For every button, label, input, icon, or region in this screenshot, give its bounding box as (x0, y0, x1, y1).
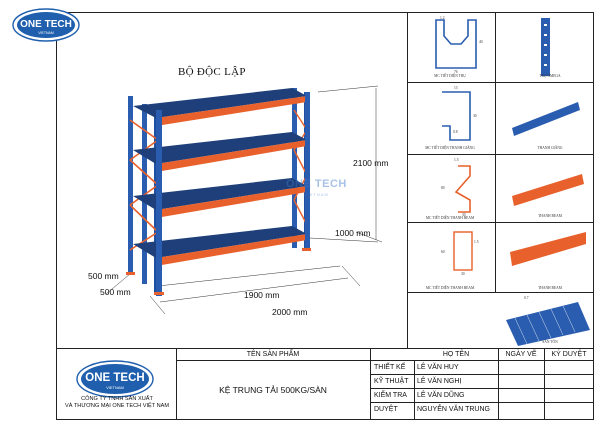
cap-beam2-section: MC TIẾT DIỆN THANH BEAM (425, 286, 475, 290)
dim-depth: 1000 mm (335, 228, 371, 238)
dim-height: 2100 mm (353, 158, 389, 168)
cap-brace: THANH GIẰNG (537, 146, 563, 150)
cap-deck: SÀN TÔN (542, 340, 558, 344)
role-check: KIỂM TRA (374, 392, 407, 399)
product-name: KỆ TRUNG TẢI 500KG/SÀN (219, 385, 327, 395)
date-header: NGÀY VẼ (505, 350, 537, 358)
cap-beam-section: MC TIẾT DIỆN THANH BEAM (425, 216, 475, 220)
drawing-title: BỘ ĐỘC LẬP (178, 66, 246, 78)
svg-text:VIETNAM: VIETNAM (106, 385, 124, 390)
dim-side-a: 500 mm (88, 271, 119, 281)
sign-header: KÝ DUYỆT (551, 350, 587, 358)
role-tech: KỸ THUẬT (374, 378, 409, 385)
detail-panel (407, 12, 594, 348)
svg-text:ONE TECH: ONE TECH (20, 19, 72, 30)
cap-upright-omega: TRỤ OMEGA (539, 74, 561, 78)
one-tech-logo-bottom: ONE TECH VIETNAM (76, 360, 154, 398)
cap-brace-section: MC TIẾT DIỆN THANH GIẰNG (425, 146, 475, 150)
name-design: LÊ VĂN HUY (417, 364, 459, 371)
svg-text:VIETNAM: VIETNAM (38, 31, 54, 35)
dim-side-b: 500 mm (100, 287, 131, 297)
watermark-sub: VIETNAM (304, 192, 329, 197)
product-header: TÊN SẢN PHẨM (246, 350, 300, 358)
watermark-logo: ONE TECH (286, 178, 347, 190)
title-block: TÊN SẢN PHẨM KỆ TRUNG TẢI 500KG/SÀN HỌ T… (56, 348, 594, 420)
name-approve: NGUYỄN VĂN TRUNG (417, 406, 490, 413)
name-check: LÊ VĂN DŨNG (417, 392, 465, 399)
cap-upright-section: MC TIẾT DIỆN TRỤ (434, 74, 466, 78)
svg-text:ONE TECH: ONE TECH (85, 372, 144, 384)
dim-width-inner: 1900 mm (244, 290, 280, 300)
cap-beam2: THANH BEAM (538, 286, 562, 290)
role-design: THIẾT KẾ (374, 364, 406, 371)
name-header: HỌ TÊN (442, 350, 470, 358)
one-tech-logo: ONE TECH VIETNAM (12, 8, 80, 42)
name-tech: LÊ VĂN NGHỊ (417, 378, 462, 385)
drawing-frame (56, 12, 594, 420)
role-approve: DUYỆT (374, 406, 398, 413)
dim-width-total: 2000 mm (272, 307, 308, 317)
detail-divider (495, 12, 496, 292)
company-name: CÔNG TY TNHH SẢN XUẤT VÀ THƯƠNG MẠI ONE … (64, 396, 170, 409)
cap-beam: THANH BEAM (538, 214, 562, 218)
